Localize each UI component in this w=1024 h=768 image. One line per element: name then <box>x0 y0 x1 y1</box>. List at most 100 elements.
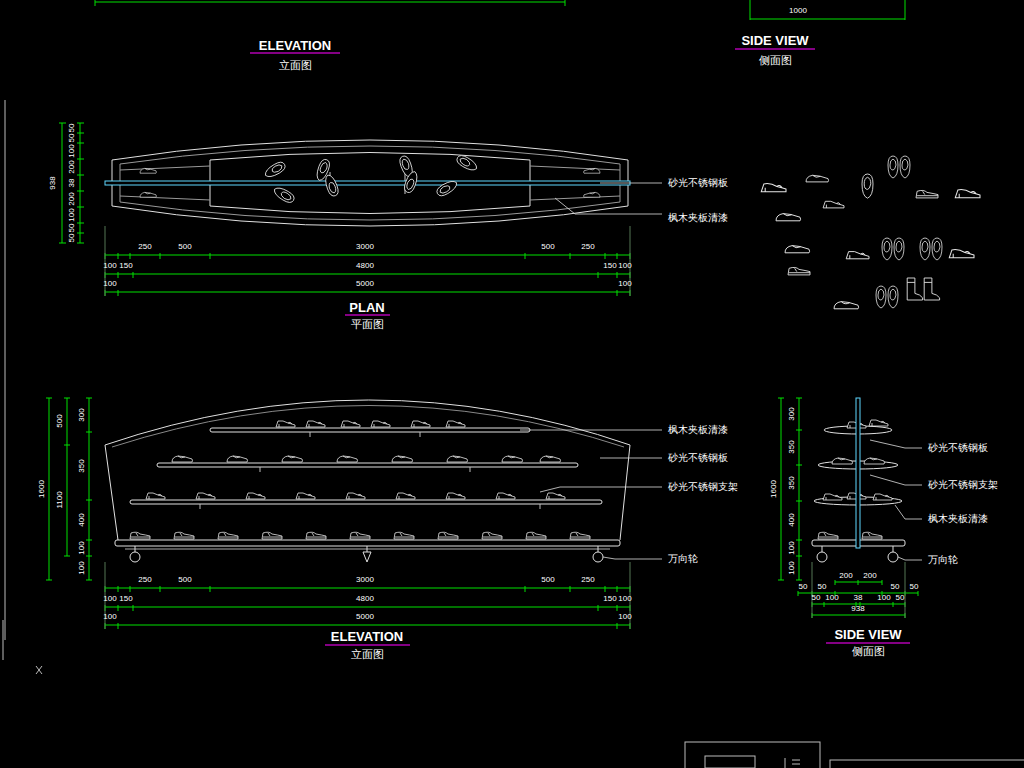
material-callout: 枫木夹板清漆 <box>668 213 728 223</box>
dimension-text: 50 <box>812 594 821 602</box>
material-callout: 砂光不锈钢板 <box>668 453 728 463</box>
dimension-text: 50 <box>799 583 808 591</box>
dimension-text: 38 <box>68 179 76 188</box>
view-title: PLAN <box>349 301 384 314</box>
dimension-text: 100 <box>78 541 86 554</box>
dimension-text: 300 <box>78 408 86 421</box>
dimension-text: 250 <box>581 576 594 584</box>
view-subtitle: 平面图 <box>351 319 384 330</box>
view-title: ELEVATION <box>259 39 331 52</box>
side-pole <box>856 398 860 548</box>
dimension-text: 350 <box>788 440 796 453</box>
material-callout: 砂光不锈钢支架 <box>928 480 998 490</box>
dimension-text: 100 <box>618 613 631 621</box>
title-underlines <box>250 49 910 645</box>
dimension-text: 1100 <box>56 491 64 508</box>
dimension-text: 100 <box>618 262 631 270</box>
dimension-text: 50 <box>68 134 76 143</box>
material-callout: 万向轮 <box>928 555 958 565</box>
shoe-library <box>761 156 980 309</box>
dimension-text: 500 <box>541 243 554 251</box>
dimension-text: 200 <box>863 572 876 580</box>
dimension-text: 500 <box>56 414 64 427</box>
dimension-text: 50 <box>68 124 76 133</box>
dimension-text: 100 <box>618 595 631 603</box>
elevation-shoes <box>130 421 590 539</box>
side-leaders <box>870 440 922 560</box>
material-callout: 砂光不锈钢板 <box>668 178 728 188</box>
dimension-text: 5000 <box>356 280 374 288</box>
dimension-text: 500 <box>178 243 191 251</box>
dimension-text: 200 <box>68 192 76 205</box>
dimension-text: 100 <box>103 613 116 621</box>
dimension-text: 50 <box>818 583 827 591</box>
dimension-text: 500 <box>541 576 554 584</box>
dimension-text: 300 <box>788 407 796 420</box>
dimension-text: 100 <box>788 561 796 574</box>
view-title: SIDE VIEW <box>834 628 901 641</box>
dimension-text: 938 <box>851 605 864 613</box>
dimension-text: 50 <box>68 224 76 233</box>
dimension-text: 938 <box>49 176 57 189</box>
side-shoes <box>818 420 892 539</box>
plan-dimensions <box>59 123 630 296</box>
dimension-text: 350 <box>78 459 86 472</box>
dimension-text: 38 <box>854 594 863 602</box>
dimension-text: 100 <box>618 280 631 288</box>
dimension-text: 250 <box>138 576 151 584</box>
view-subtitle: 立面图 <box>351 649 384 660</box>
material-callout: 砂光不锈钢板 <box>928 443 988 453</box>
dimension-text: 100 <box>68 144 76 157</box>
dimension-text: 100 <box>103 262 116 270</box>
dimension-text: 500 <box>178 576 191 584</box>
dimension-text: 100 <box>877 594 890 602</box>
dimension-text: 400 <box>788 513 796 526</box>
sheet-lines <box>3 100 1024 768</box>
material-callout: 枫木夹板清漆 <box>668 425 728 435</box>
view-title: ELEVATION <box>331 630 403 643</box>
dimension-text: 100 <box>788 541 796 554</box>
dimension-text: 1600 <box>38 480 46 498</box>
dimension-text: 100 <box>68 208 76 221</box>
dimension-text: 5000 <box>356 613 374 621</box>
dimension-text: 150 <box>119 262 132 270</box>
material-callout: 砂光不锈钢支架 <box>668 482 738 492</box>
dimension-text: 100 <box>825 594 838 602</box>
elevation-view <box>105 400 630 562</box>
plan-shoes <box>140 153 600 204</box>
dimension-text: 150 <box>119 595 132 603</box>
dimension-text: 200 <box>839 572 852 580</box>
view-subtitle: 立面图 <box>279 60 312 71</box>
plan-view <box>105 140 630 226</box>
dimension-text: 50 <box>891 583 900 591</box>
dimension-text: 50 <box>896 594 905 602</box>
dimension-text: 350 <box>788 476 796 489</box>
dimension-text: 3000 <box>356 243 374 251</box>
dimension-text: 100 <box>103 595 116 603</box>
dimension-text: 150 <box>603 262 616 270</box>
dimension-text: 1600 <box>770 480 778 498</box>
material-callout: 枫木夹板清漆 <box>928 514 988 524</box>
dimension-text: 3000 <box>356 576 374 584</box>
dimension-text: 4800 <box>356 595 374 603</box>
dimension-text: 100 <box>103 280 116 288</box>
view-title: SIDE VIEW <box>741 34 808 47</box>
dimension-text: 200 <box>68 160 76 173</box>
material-callout: 万向轮 <box>668 554 698 564</box>
dimension-text: 250 <box>581 243 594 251</box>
view-subtitle: 侧面图 <box>759 55 792 66</box>
dimension-text: 50 <box>68 234 76 243</box>
dimension-text: 100 <box>78 561 86 574</box>
elevation-dimensions <box>46 398 630 629</box>
dimension-text: 50 <box>910 583 919 591</box>
dimension-text: 4800 <box>356 262 374 270</box>
dimension-lines <box>95 0 905 20</box>
elevation-leaders <box>520 430 662 559</box>
plan-leaders <box>555 183 662 214</box>
dimension-text: 150 <box>603 595 616 603</box>
view-subtitle: 侧面图 <box>852 646 885 657</box>
dimension-text: 250 <box>138 243 151 251</box>
dimension-text: 400 <box>78 513 86 526</box>
